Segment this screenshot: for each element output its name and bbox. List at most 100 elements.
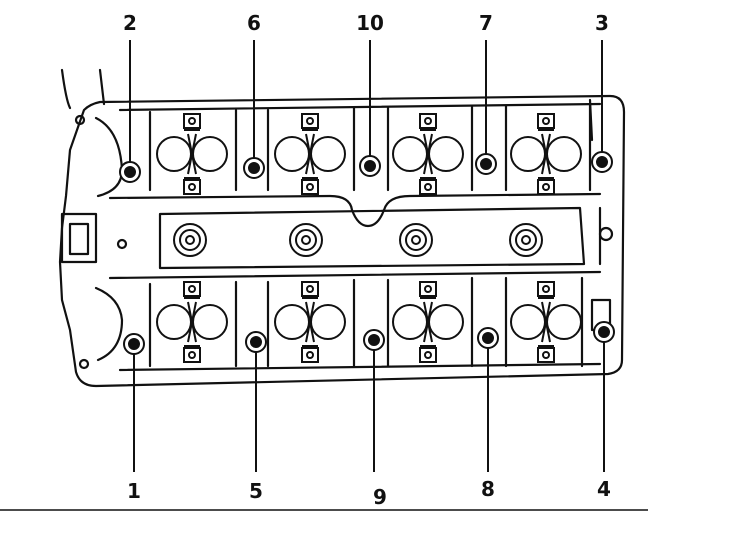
cylinder-head-outline — [58, 94, 626, 388]
bolt-center — [598, 326, 610, 338]
valve-seat — [274, 304, 310, 340]
cap-hole — [542, 183, 550, 191]
valve-seat — [392, 136, 428, 172]
dowel-hole — [78, 358, 90, 370]
dowel-hole — [74, 114, 86, 126]
cap-hole — [424, 351, 432, 359]
spark-plug-well — [509, 223, 543, 257]
valve-seat — [192, 136, 228, 172]
valve-bridge — [538, 129, 554, 179]
bolt-center — [368, 334, 380, 346]
upper-frame-line — [118, 102, 602, 112]
spark-plug-center — [521, 235, 531, 245]
cap-hole — [188, 117, 196, 125]
cam-cap — [419, 281, 437, 297]
cap-hole — [306, 183, 314, 191]
valve-seat — [192, 304, 228, 340]
cam-cap — [183, 347, 201, 363]
spark-plug-well — [173, 223, 207, 257]
valve-bridge — [184, 129, 200, 179]
bolt-sequence-label: 10 — [356, 11, 384, 35]
dowel-hole — [116, 238, 128, 250]
cam-cap — [301, 113, 319, 129]
valve-bridge — [302, 129, 318, 179]
valve-bridge — [184, 297, 200, 347]
cap-hole — [188, 183, 196, 191]
cam-cap — [537, 113, 555, 129]
cam-cap — [419, 347, 437, 363]
cam-cap — [183, 113, 201, 129]
valve-seat — [546, 136, 582, 172]
valve-seat — [310, 304, 346, 340]
cam-cap — [537, 347, 555, 363]
cap-hole — [424, 117, 432, 125]
lower-gallery-line — [108, 270, 602, 280]
valve-seat — [428, 136, 464, 172]
valve-seat — [156, 304, 192, 340]
valve-seat — [392, 304, 428, 340]
valve-seat — [510, 136, 546, 172]
top-bay-dividers — [148, 102, 592, 192]
cam-cap — [537, 281, 555, 297]
lower-frame-line — [118, 362, 602, 372]
valve-bridge — [420, 297, 436, 347]
cam-cap — [301, 281, 319, 297]
spark-plug-gallery — [158, 206, 586, 270]
cam-cap — [183, 179, 201, 195]
bolt-sequence-label: 2 — [123, 11, 137, 35]
upper-gallery-line — [108, 192, 602, 228]
valve-bridge — [302, 297, 318, 347]
cap-hole — [188, 351, 196, 359]
left-end-plate — [94, 116, 124, 362]
bolt-sequence-label: 5 — [249, 479, 263, 503]
cam-cap — [419, 113, 437, 129]
cap-hole — [306, 351, 314, 359]
bolt-center — [480, 158, 492, 170]
cap-hole — [424, 183, 432, 191]
bolt-center — [364, 160, 376, 172]
spark-plug-well-inner — [179, 229, 201, 251]
spark-plug-well — [289, 223, 323, 257]
cam-cap — [183, 281, 201, 297]
spark-plug-well-inner — [295, 229, 317, 251]
valve-seat — [546, 304, 582, 340]
cap-hole — [424, 285, 432, 293]
dowel-hole — [598, 226, 614, 242]
valve-seat — [156, 136, 192, 172]
spark-plug-well-inner — [405, 229, 427, 251]
bolt-center — [124, 166, 136, 178]
cam-cap — [537, 179, 555, 195]
bolt-center — [482, 332, 494, 344]
bolt-sequence-label: 4 — [597, 477, 611, 501]
spark-plug-center — [301, 235, 311, 245]
cap-hole — [306, 117, 314, 125]
cap-hole — [188, 285, 196, 293]
cam-cap — [301, 179, 319, 195]
cap-hole — [542, 285, 550, 293]
bolt-sequence-label: 1 — [127, 479, 141, 503]
valve-seat — [274, 136, 310, 172]
cam-cap — [419, 179, 437, 195]
bolt-sequence-label: 7 — [479, 11, 493, 35]
valve-seat — [310, 136, 346, 172]
right-end-detail — [588, 98, 612, 332]
bolt-center — [128, 338, 140, 350]
cap-hole — [306, 285, 314, 293]
cap-hole — [542, 351, 550, 359]
bolt-center — [250, 336, 262, 348]
bolt-sequence-label: 8 — [481, 477, 495, 501]
bolt-sequence-label: 9 — [373, 485, 387, 509]
valve-seat — [428, 304, 464, 340]
spark-plug-well — [399, 223, 433, 257]
spark-plug-center — [411, 235, 421, 245]
cam-cap — [301, 347, 319, 363]
bolt-center — [596, 156, 608, 168]
bolt-sequence-label: 6 — [247, 11, 261, 35]
spark-plug-center — [185, 235, 195, 245]
spark-plug-well-inner — [515, 229, 537, 251]
valve-bridge — [538, 297, 554, 347]
valve-bridge — [420, 129, 436, 179]
valve-seat — [510, 304, 546, 340]
bolt-center — [248, 162, 260, 174]
